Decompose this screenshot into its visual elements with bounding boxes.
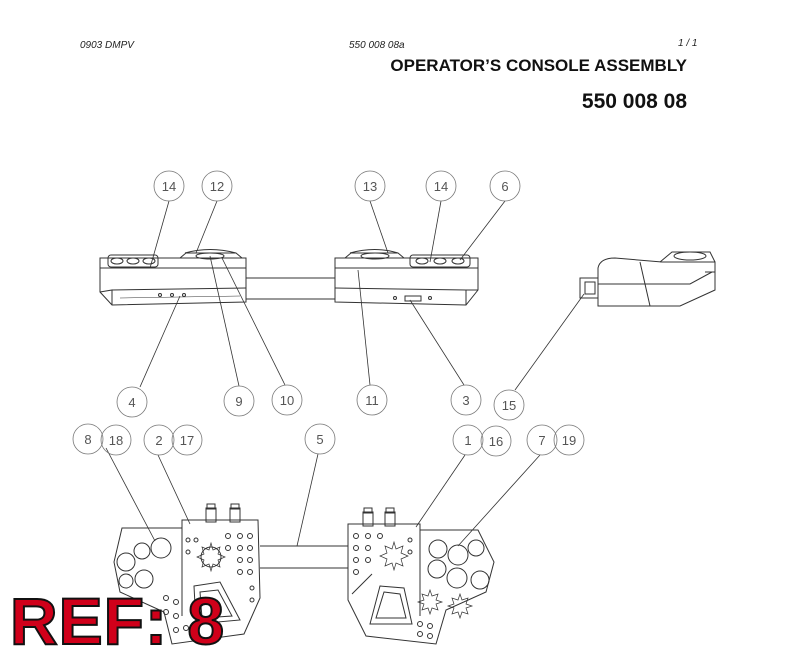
right-console-side-view — [334, 249, 479, 306]
callout-labels: 14 12 13 14 6 4 9 10 11 3 15 8 18 2 17 5… — [84, 179, 576, 449]
callout-11: 11 — [365, 393, 379, 408]
callout-17: 17 — [180, 433, 194, 448]
drawing-code: 0903 DMPV — [80, 40, 134, 51]
callout-15: 15 — [502, 398, 516, 413]
left-console-side-view — [99, 249, 247, 306]
callout-14-right: 14 — [434, 179, 448, 194]
callout-18: 18 — [109, 433, 123, 448]
page-indicator: 1 / 1 — [678, 38, 698, 49]
document-number: 550 008 08a — [349, 40, 405, 51]
callout-5: 5 — [316, 432, 323, 447]
callout-3: 3 — [462, 393, 469, 408]
part-number: 550 008 08 — [581, 90, 687, 113]
callout-12: 12 — [210, 179, 224, 194]
callout-19: 19 — [562, 433, 576, 448]
connecting-bar — [246, 277, 335, 300]
callout-10: 10 — [280, 393, 294, 408]
left-console-top-view — [113, 503, 261, 645]
connecting-tube — [260, 545, 348, 569]
callout-bubbles — [72, 170, 585, 457]
right-console-top-view — [347, 507, 495, 645]
callout-13: 13 — [363, 179, 377, 194]
callout-8: 8 — [84, 432, 91, 447]
callout-1: 1 — [464, 433, 471, 448]
callout-16: 16 — [489, 434, 503, 449]
console-end-view — [579, 251, 716, 307]
callout-2: 2 — [155, 433, 162, 448]
callout-4: 4 — [128, 395, 135, 410]
page-title: OPERATOR’S CONSOLE ASSEMBLY — [390, 56, 687, 75]
ref-stamp: REF: 8 — [9, 584, 226, 658]
leader-lines — [105, 200, 585, 547]
callout-6: 6 — [501, 179, 508, 194]
callout-9: 9 — [235, 394, 242, 409]
callout-14-left: 14 — [162, 179, 176, 194]
callout-7: 7 — [538, 433, 545, 448]
